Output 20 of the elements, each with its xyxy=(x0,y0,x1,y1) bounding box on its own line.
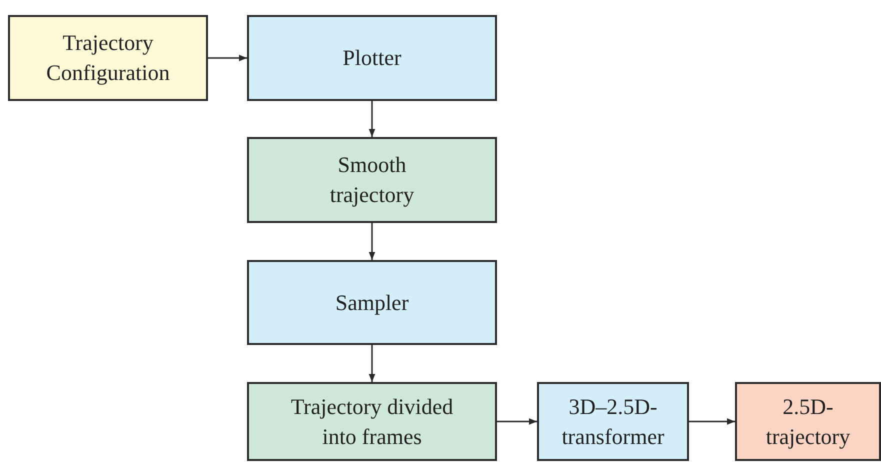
box-label: Smooth trajectory xyxy=(328,151,416,209)
box-label: Plotter xyxy=(342,44,402,72)
box-label: 3D–2.5D-transformer xyxy=(560,392,666,450)
arrow xyxy=(368,345,376,382)
process-box xyxy=(537,382,689,461)
box-label: Trajectory divided into frames xyxy=(290,392,454,450)
process-box xyxy=(247,15,497,101)
process-box xyxy=(8,15,208,101)
arrow xyxy=(208,54,247,62)
arrow xyxy=(368,101,376,137)
box-label: 2.5D-trajectory xyxy=(764,392,852,451)
box-label: Trajectory Configuration xyxy=(45,29,171,87)
process-box xyxy=(247,382,497,461)
process-box xyxy=(247,137,497,223)
process-box xyxy=(247,260,497,345)
arrow xyxy=(689,418,735,425)
arrow xyxy=(497,418,537,425)
arrow xyxy=(368,223,376,260)
process-box xyxy=(735,382,881,461)
box-label: Sampler xyxy=(335,288,409,317)
